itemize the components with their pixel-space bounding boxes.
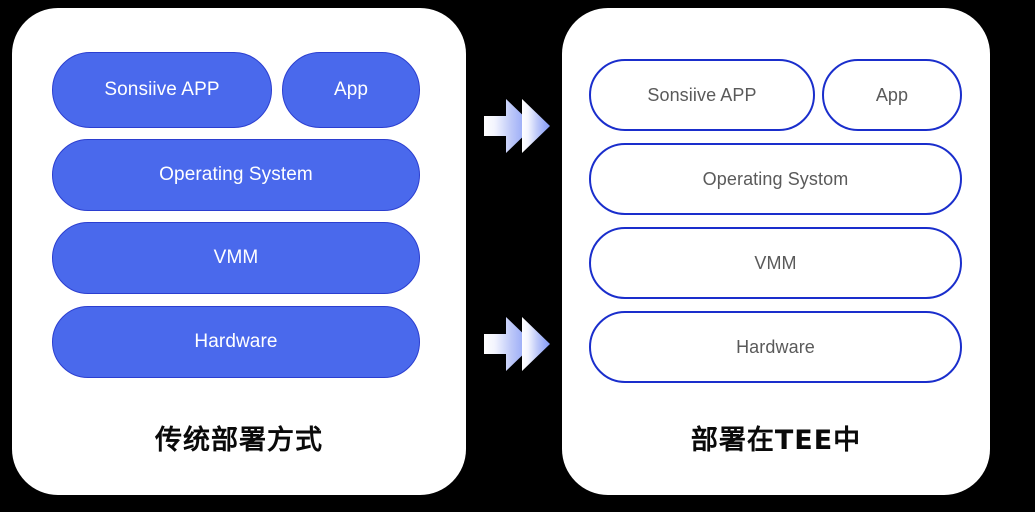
left-layer-operating-system[interactable]: Operating System [52, 139, 420, 211]
left-layer-app-secondary[interactable]: App [282, 52, 420, 128]
right-layer-operating-system[interactable]: Operating Systom [589, 143, 962, 215]
right-layer-vmm-label: VMM [754, 252, 797, 273]
double-chevron-right-arrow-icon [484, 314, 556, 374]
right-layer-app-primary[interactable]: Sonsiive APP [589, 59, 815, 131]
left-layer-hardware-label: Hardware [194, 331, 278, 352]
right-layer-hardware-label: Hardware [736, 336, 815, 357]
left-layer-app-primary-label: Sonsiive APP [104, 79, 220, 100]
double-chevron-right-arrow-icon [484, 96, 556, 156]
left-layer-app-primary[interactable]: Sonsiive APP [52, 52, 272, 128]
right-layer-app-secondary[interactable]: App [822, 59, 962, 131]
right-panel-caption: 部署在TEE中 [690, 425, 862, 456]
left-layer-operating-system-label: Operating System [159, 164, 313, 185]
right-layer-app-secondary-label: App [875, 84, 909, 105]
left-layer-hardware[interactable]: Hardware [52, 306, 420, 378]
left-panel-caption: 传统部署方式 [155, 425, 323, 456]
right-layer-vmm[interactable]: VMM [589, 227, 962, 299]
left-layer-vmm[interactable]: VMM [52, 222, 420, 294]
left-layer-app-secondary-label: App [333, 79, 369, 100]
left-layer-vmm-label: VMM [213, 247, 259, 268]
right-layer-hardware[interactable]: Hardware [589, 311, 962, 383]
tee-deployment-card: Sonsiive APP App Operating Systom VMM Ha… [562, 8, 990, 495]
traditional-deployment-card: Sonsiive APP App Operating System VMM Ha… [12, 8, 466, 495]
right-layer-operating-system-label: Operating Systom [702, 168, 849, 189]
right-layer-app-primary-label: Sonsiive APP [647, 84, 757, 105]
